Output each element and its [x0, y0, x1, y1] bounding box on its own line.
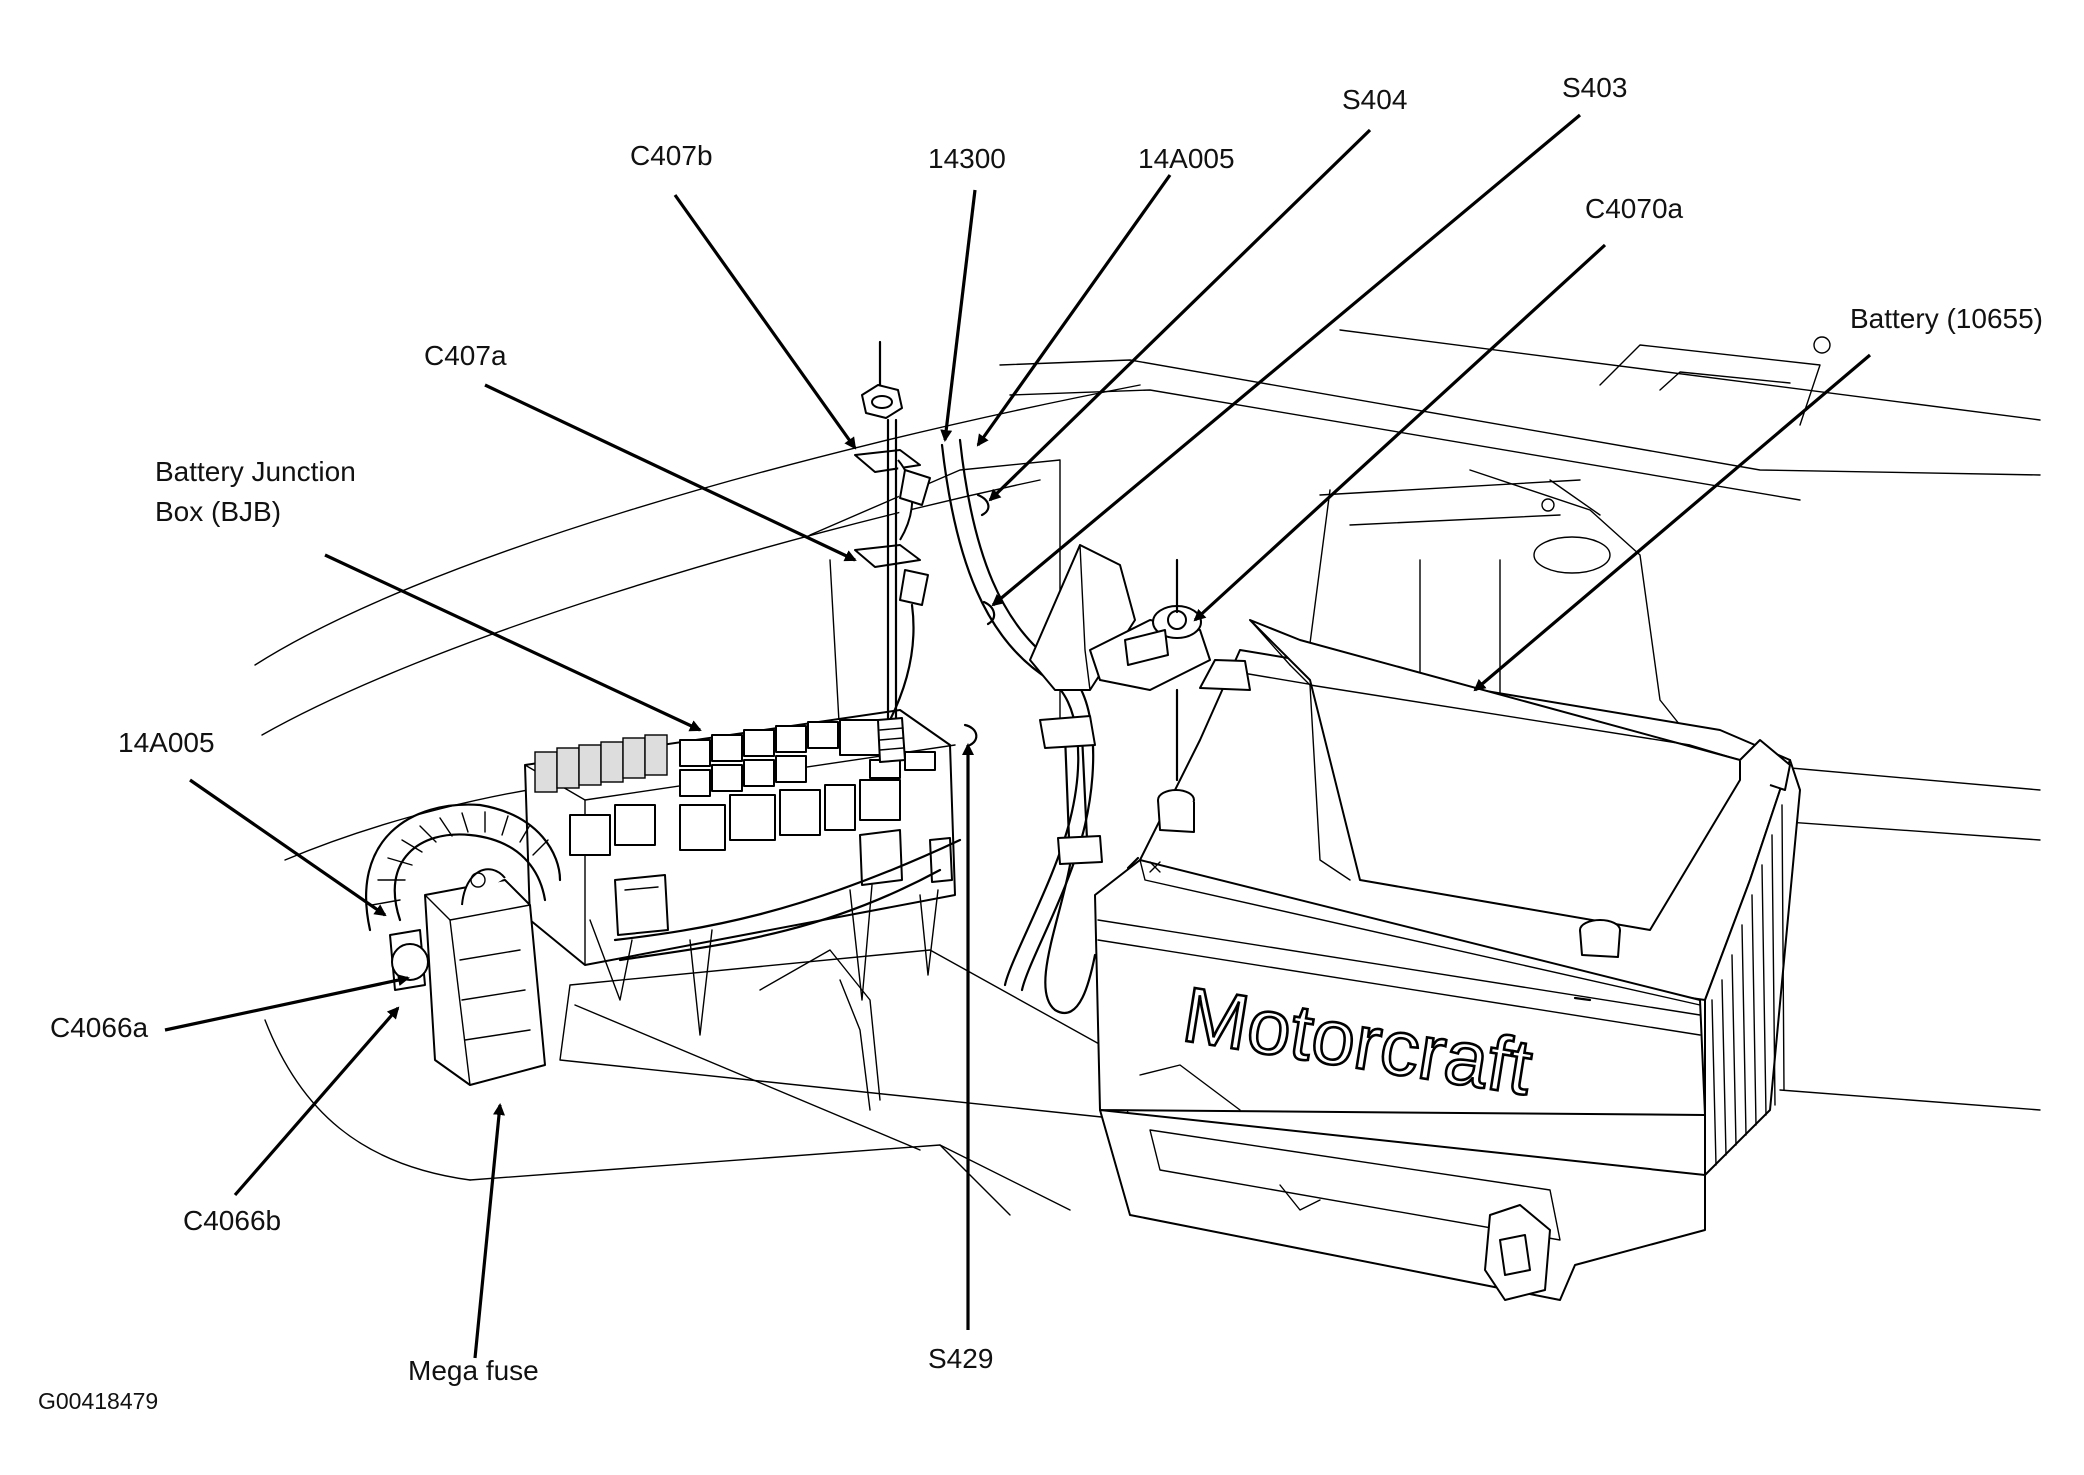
label-14300: 14300	[928, 143, 1006, 174]
battery-drawing: Motorcraft	[1094, 619, 1801, 1301]
leader-14a005-top	[976, 174, 1172, 447]
label-battery: Battery (10655)	[1850, 303, 2043, 334]
leader-c407a	[484, 383, 857, 562]
label-mega-fuse: Mega fuse	[408, 1355, 539, 1386]
label-bjb-line1: Battery Junction	[155, 456, 356, 487]
label-14a005-left: 14A005	[118, 727, 215, 758]
leader-s404	[988, 128, 1372, 502]
battery-junction-box-drawing	[524, 709, 962, 1036]
leader-14a005-left	[189, 778, 387, 917]
mega-fuse-drawing	[365, 803, 562, 1086]
leader-c4066a	[164, 974, 410, 1032]
label-bjb-line2: Box (BJB)	[155, 496, 282, 527]
label-s404: S404	[1342, 84, 1408, 115]
leader-lines	[164, 113, 1872, 1359]
leader-battery	[1473, 353, 1872, 692]
label-c4070a: C4070a	[1585, 193, 1684, 224]
leader-c4070a	[1193, 243, 1607, 622]
label-s429: S429	[928, 1343, 994, 1374]
label-c4066a: C4066a	[50, 1012, 149, 1043]
leader-mega-fuse	[473, 1103, 505, 1359]
leader-bjb	[324, 553, 702, 732]
label-14a005-top: 14A005	[1138, 143, 1235, 174]
label-c4066b: C4066b	[183, 1205, 282, 1236]
label-c407b: C407b	[630, 140, 713, 171]
leader-14300	[940, 189, 977, 442]
leader-s403	[991, 113, 1582, 607]
battery-cable-drawing	[854, 340, 1211, 1014]
label-s403: S403	[1562, 72, 1628, 103]
leader-c4066b	[233, 1006, 400, 1197]
label-c407a: C407a	[424, 340, 507, 371]
leader-c407b	[673, 194, 857, 450]
figure-id: G00418479	[38, 1388, 159, 1414]
